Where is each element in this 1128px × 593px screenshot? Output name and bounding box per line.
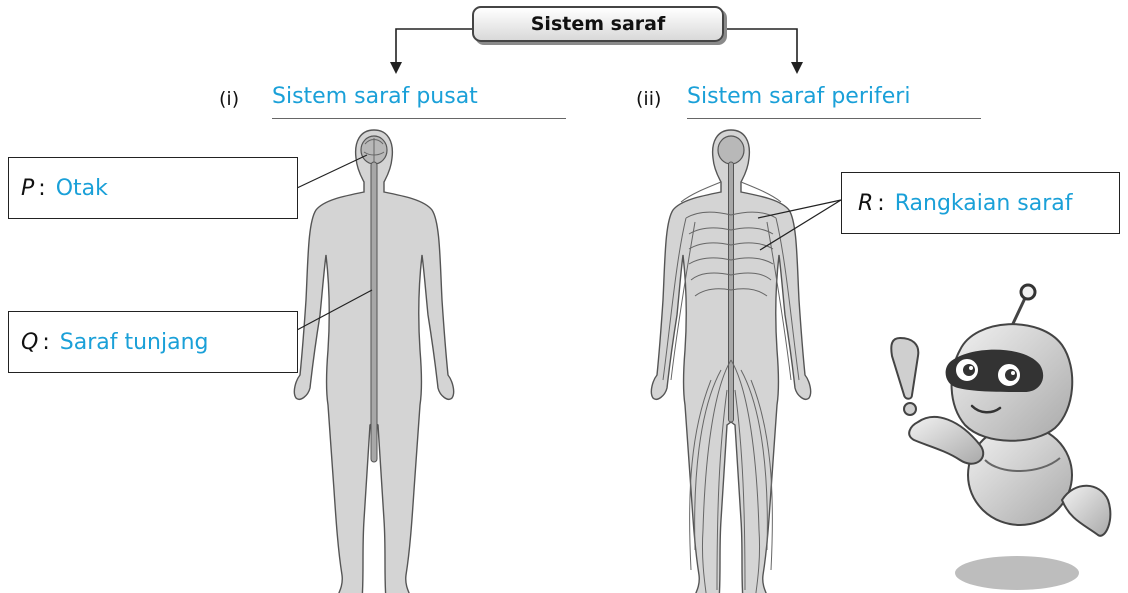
arrowheads [390,62,803,74]
spinal-cord-shape [371,162,377,462]
label-box-p: P : Otak [8,157,298,219]
label-colon: : [877,191,884,216]
label-colon: : [42,330,49,355]
label-box-q: Q : Saraf tunjang [8,311,298,373]
heading-central-nervous-system: Sistem saraf pusat [272,84,478,109]
heading-peripheral-nervous-system: Sistem saraf periferi [687,84,910,109]
label-box-r: R : Rangkaian saraf [841,172,1120,234]
body-figure-peripheral [651,130,810,593]
robot-shadow [955,556,1079,590]
label-answer-p: Otak [56,176,108,201]
title-box: Sistem saraf [472,6,724,42]
label-answer-q: Saraf tunjang [60,330,209,355]
branch-number-peripheral: (ii) [636,88,661,110]
label-letter-r: R [858,191,873,216]
body-figure-central [294,130,453,593]
label-letter-p: P [21,176,34,201]
label-answer-r: Rangkaian saraf [895,191,1073,216]
heading-underline-peripheral [687,118,981,119]
robot-mascot [891,285,1110,590]
exclamation-icon [891,338,918,399]
label-letter-q: Q [21,330,38,355]
label-colon: : [38,176,45,201]
branch-number-central: (i) [219,88,239,110]
heading-underline-central [272,118,566,119]
